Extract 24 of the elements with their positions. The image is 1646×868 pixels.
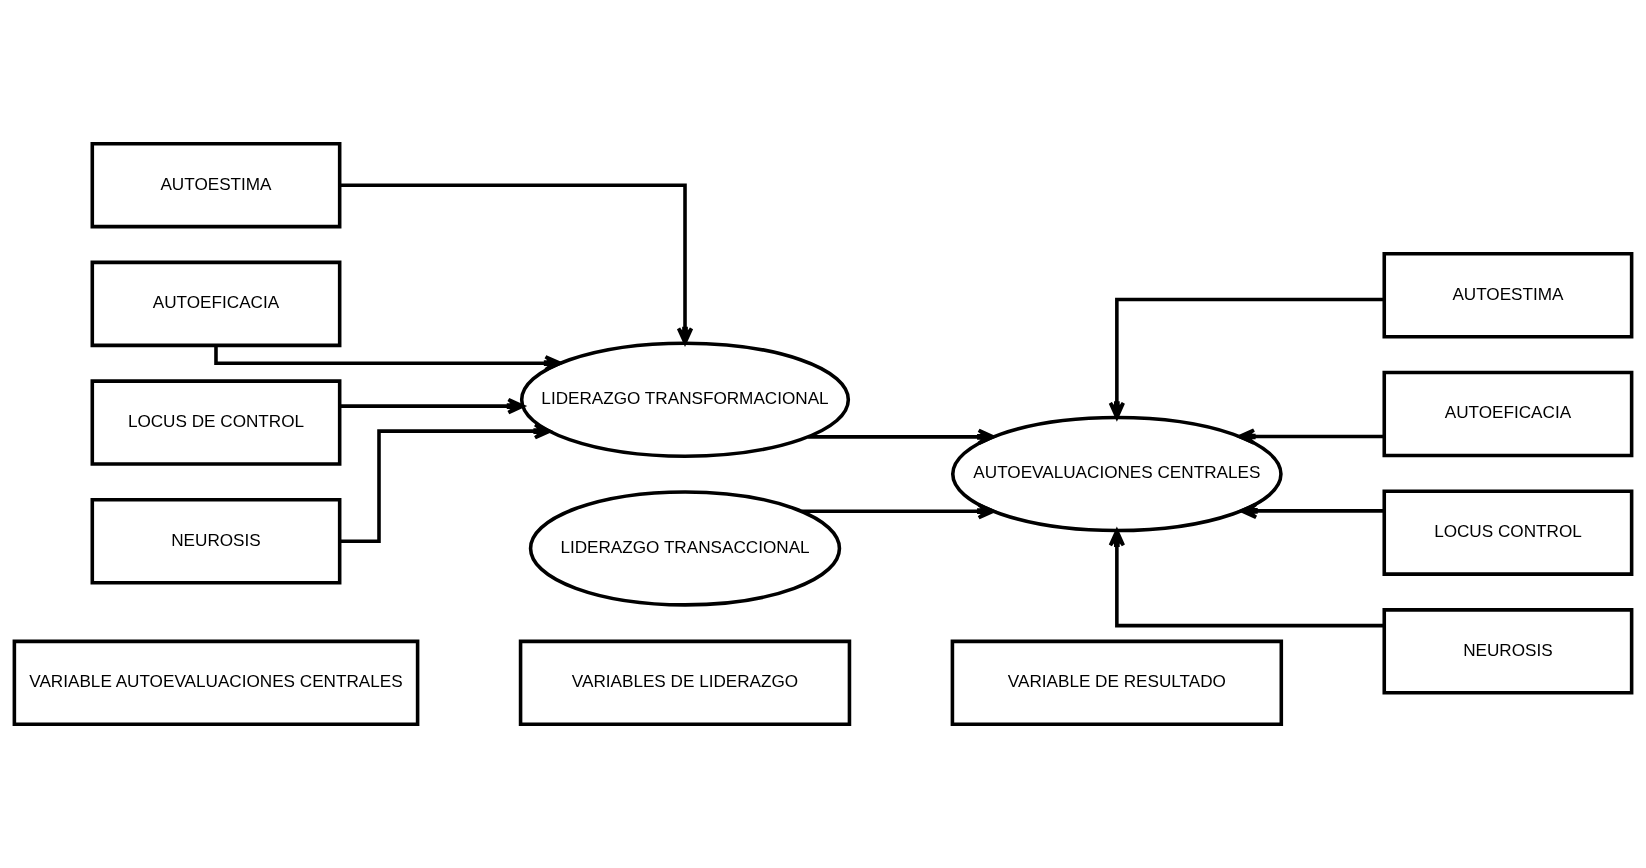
arrow bbox=[808, 428, 995, 446]
node-ellipse: LIDERAZGO TRANSFORMACIONAL bbox=[519, 341, 851, 458]
arrow bbox=[1237, 428, 1384, 445]
arrow bbox=[1239, 502, 1384, 520]
node-box: AUTOESTIMA bbox=[90, 141, 342, 229]
arrow bbox=[1108, 297, 1385, 420]
arrow bbox=[801, 503, 995, 520]
node-box: AUTOEFICACIA bbox=[1382, 370, 1634, 458]
node-box: LOCUS DE CONTROL bbox=[90, 379, 342, 466]
node-box: AUTOESTIMA bbox=[1382, 252, 1634, 339]
node-box: VARIABLE AUTOEVALUACIONES CENTRALES bbox=[12, 639, 420, 727]
node-box: LOCUS CONTROL bbox=[1382, 489, 1634, 576]
node-box: VARIABLES DE LIDERAZGO bbox=[518, 639, 852, 727]
arrow bbox=[339, 397, 525, 415]
node-box: NEUROSIS bbox=[1382, 608, 1634, 695]
arrow bbox=[339, 183, 694, 345]
node-box: AUTOEFICACIA bbox=[90, 260, 342, 348]
arrow bbox=[214, 345, 562, 372]
arrow bbox=[339, 422, 552, 544]
node-ellipse: AUTOEVALUACIONES CENTRALES bbox=[951, 415, 1283, 533]
node-box: VARIABLE DE RESULTADO bbox=[950, 639, 1284, 727]
node-ellipse: LIDERAZGO TRANSACCIONAL bbox=[528, 490, 842, 607]
node-box: NEUROSIS bbox=[90, 498, 342, 585]
arrow bbox=[1108, 529, 1385, 628]
